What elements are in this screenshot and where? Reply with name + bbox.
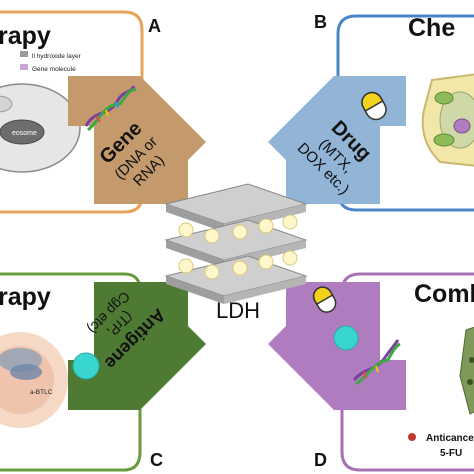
- ldh-layers-icon: [164, 183, 308, 304]
- legend-swatch-gene: [20, 64, 28, 70]
- gene-arrow: [68, 76, 206, 204]
- panel-d-title: Comb: [414, 280, 474, 308]
- combo-dna-icon: [352, 339, 401, 386]
- ldh-label: LDH: [216, 298, 260, 323]
- dna-helix-icon: [84, 85, 137, 132]
- panel-d-legend-2: 5-FU: [440, 448, 462, 459]
- cell-label-a: eosome: [12, 130, 37, 137]
- capsule-icon: [361, 91, 387, 121]
- cell-illustration: eosome: [0, 83, 81, 173]
- panel-b-letter: B: [314, 12, 327, 32]
- antigen-particle-illustration: a-BTLC: [0, 332, 68, 428]
- legend-swatch-layer: [20, 51, 28, 57]
- panel-d-legend-1: Anticance: [426, 433, 474, 444]
- panel-a-legend-2: Gene molecule: [32, 66, 76, 73]
- plant-cell-illustration: [421, 73, 474, 167]
- combo-capsule-icon: [312, 286, 337, 313]
- antigen-arrow: [68, 282, 206, 410]
- combo-particle-icon: [333, 325, 359, 351]
- panel-b-title: Che: [408, 14, 455, 42]
- anticancer-legend-dot: [408, 433, 416, 441]
- panel-c-title: rapy: [0, 283, 51, 311]
- combination-tissue-illustration: [459, 326, 474, 415]
- panel-a-title: rapy: [0, 22, 51, 50]
- panel-a-legend-1: ll hydroxide layer: [32, 53, 82, 60]
- panel-c-letter: C: [150, 450, 163, 470]
- panel-a-letter: A: [148, 16, 161, 36]
- panel-d-letter: D: [314, 450, 327, 470]
- cell-label-c: a-BTLC: [30, 389, 53, 396]
- antigen-particle-icon: [72, 352, 100, 380]
